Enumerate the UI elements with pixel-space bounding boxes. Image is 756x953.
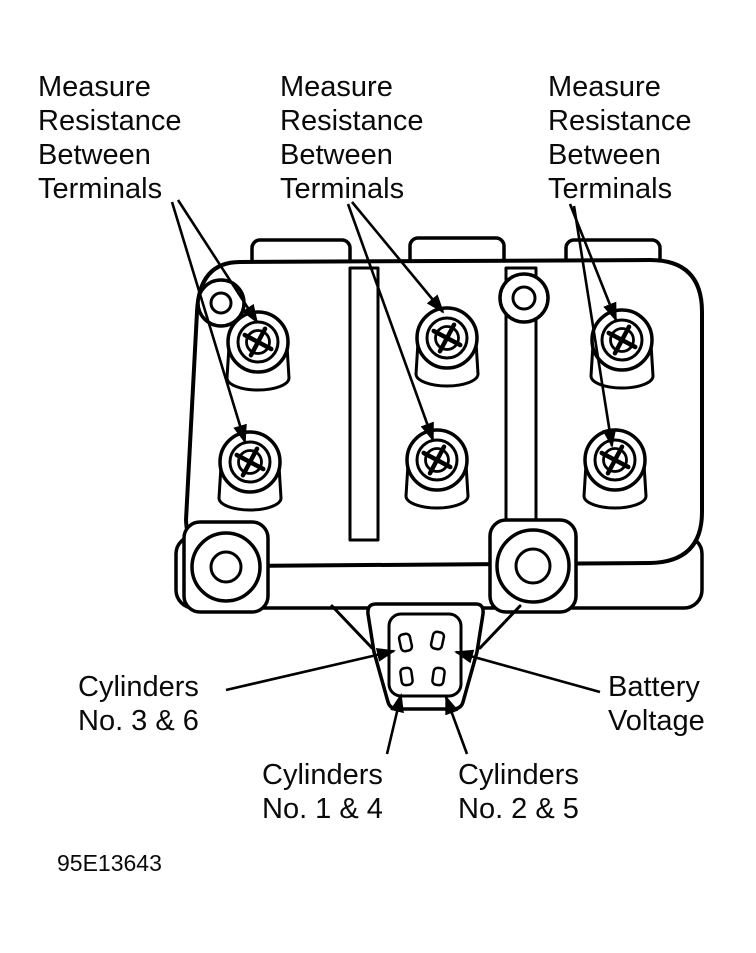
- divider-left: [348, 266, 380, 542]
- terminal-top-center: [414, 306, 480, 388]
- arrow-measure-left-lower: [170, 201, 247, 444]
- arrow-cylinders-2-5: [444, 695, 469, 755]
- terminal-bottom-center: [404, 428, 470, 510]
- arrow-measure-left-upper: [176, 199, 259, 324]
- boss-top-left: [196, 278, 246, 328]
- connector: [330, 602, 522, 711]
- callout-arrows: [170, 199, 618, 755]
- label-cylinders-2-5: Cylinders No. 2 & 5: [458, 759, 579, 825]
- label-cylinders-3-6: Cylinders No. 3 & 6: [78, 671, 199, 737]
- arrow-measure-center-upper: [350, 201, 445, 314]
- arrow-cylinders-3-6: [225, 648, 396, 692]
- arrow-cylinders-1-4: [385, 693, 404, 755]
- terminal-top-right: [589, 308, 655, 390]
- mount-ear-left: [182, 520, 270, 614]
- label-measure-resistance-left: Measure Resistance Between Terminals: [38, 71, 182, 205]
- label-measure-resistance-center: Measure Resistance Between Terminals: [280, 71, 424, 205]
- terminal-bottom-right: [582, 428, 648, 510]
- label-cylinders-1-4: Cylinders No. 1 & 4: [262, 759, 383, 825]
- arrow-measure-center-lower: [346, 203, 435, 442]
- mount-ear-center: [488, 518, 578, 614]
- boss-top-center: [498, 272, 550, 324]
- coil-body: [184, 258, 704, 569]
- label-measure-resistance-right: Measure Resistance Between Terminals: [548, 71, 692, 205]
- connector-pins: [397, 630, 446, 687]
- label-battery-voltage: Battery Voltage: [608, 671, 705, 737]
- arrow-battery-voltage: [454, 649, 601, 694]
- arrow-measure-right-lower: [572, 205, 617, 448]
- terminal-bottom-left: [217, 430, 283, 512]
- terminal-top-left: [225, 310, 291, 392]
- figure-code: 95E13643: [57, 850, 162, 876]
